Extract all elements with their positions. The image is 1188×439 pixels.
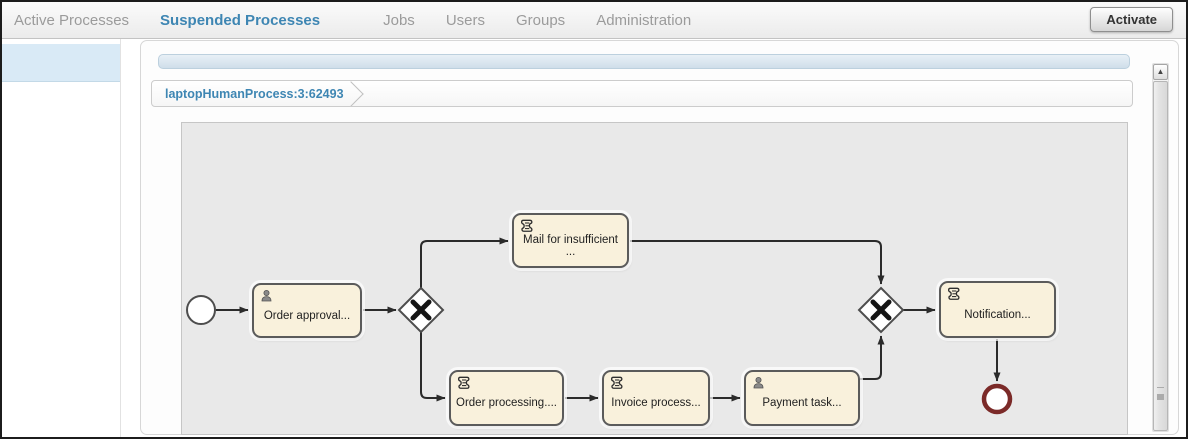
script-task-icon (519, 219, 534, 233)
task-order-processing: Order processing.... (449, 370, 564, 426)
activate-button[interactable]: Activate (1090, 7, 1173, 32)
task-label: Payment task... (762, 397, 842, 409)
scrollbar-grip-icon (1157, 387, 1164, 394)
script-task-icon (456, 376, 471, 390)
start-event (186, 295, 216, 325)
process-diagram: Order approval... Mail for insufficient … (181, 122, 1128, 435)
bpmn-canvas (186, 237, 1013, 415)
scrollbar-thumb[interactable] (1153, 81, 1168, 431)
breadcrumb: laptopHumanProcess:3:62493 (151, 80, 1133, 107)
user-task-icon (751, 376, 766, 390)
vertical-scrollbar[interactable]: ▲ (1152, 63, 1169, 432)
top-navigation: Active Processes Suspended Processes Job… (2, 2, 1186, 39)
script-task-icon (609, 376, 624, 390)
end-event (981, 383, 1013, 415)
exclusive-gateway-split (397, 286, 445, 334)
script-task-icon (946, 287, 961, 301)
selected-process-row[interactable] (2, 44, 120, 82)
process-list-sidebar (2, 39, 121, 437)
task-payment: Payment task... (744, 370, 860, 426)
task-label: Order processing.... (456, 397, 557, 409)
sequence-flows (216, 237, 1001, 402)
task-notification: Notification... (939, 281, 1056, 338)
collapsed-header-bar (158, 54, 1130, 69)
task-label: Mail for insufficient ... (522, 233, 619, 258)
user-task-icon (259, 289, 274, 303)
scroll-up-arrow-icon: ▲ (1156, 67, 1165, 76)
exclusive-gateway-join (857, 286, 905, 334)
scroll-up-button[interactable]: ▲ (1153, 64, 1168, 80)
process-definition-tab[interactable]: laptopHumanProcess:3:62493 (165, 86, 344, 101)
task-label: Invoice process... (611, 397, 701, 409)
task-invoice-process: Invoice process... (602, 370, 710, 426)
task-label: Order approval... (263, 309, 351, 322)
task-mail-for-insufficient: Mail for insufficient ... (512, 213, 629, 268)
tab-administration[interactable]: Administration (596, 11, 692, 29)
tab-users[interactable]: Users (445, 11, 485, 29)
chevron-right-icon (337, 81, 364, 106)
tab-active-processes[interactable]: Active Processes (14, 11, 130, 29)
task-label: Notification... (964, 308, 1031, 321)
task-order-approval: Order approval... (252, 283, 362, 338)
main-panel: laptopHumanProcess:3:62493 (140, 40, 1179, 435)
tab-suspended-processes[interactable]: Suspended Processes (160, 11, 321, 29)
tab-groups[interactable]: Groups (515, 11, 566, 29)
tab-jobs[interactable]: Jobs (383, 11, 415, 29)
